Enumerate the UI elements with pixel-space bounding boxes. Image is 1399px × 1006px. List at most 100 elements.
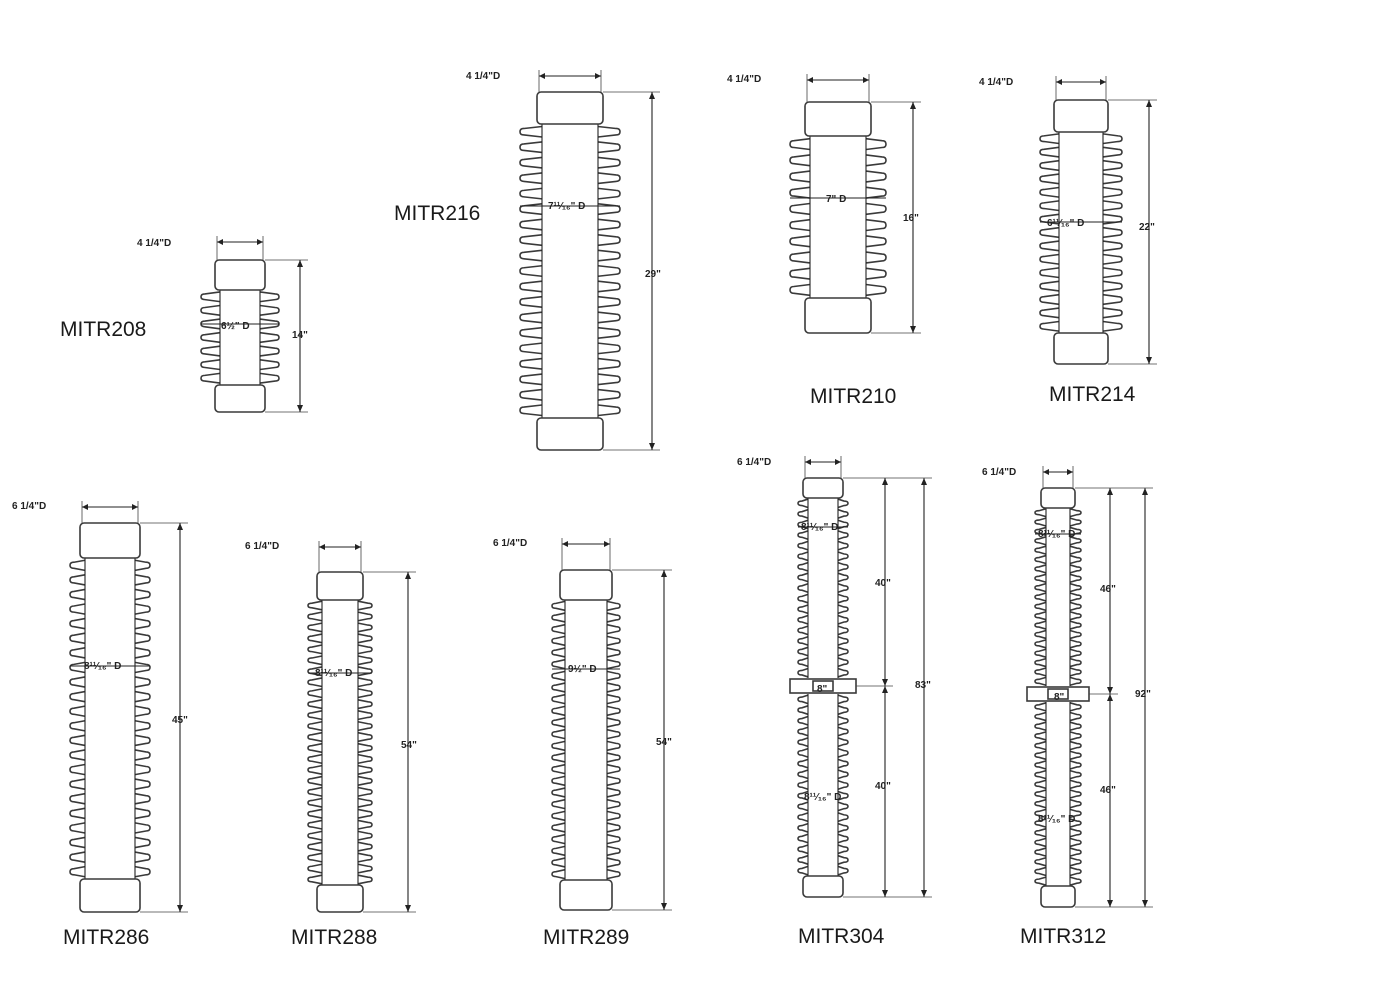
shed bbox=[1034, 639, 1082, 649]
shed bbox=[69, 865, 151, 878]
shed bbox=[1039, 307, 1123, 319]
arrowhead bbox=[405, 905, 411, 912]
shed-diameter-label: 8¹¹⁄₁₆" D bbox=[315, 668, 352, 679]
model-label-mitr210: MITR210 bbox=[810, 385, 896, 408]
arrowhead bbox=[910, 102, 916, 109]
shed bbox=[551, 763, 621, 775]
shed bbox=[551, 740, 621, 752]
shed bbox=[69, 851, 151, 863]
shed bbox=[1039, 173, 1123, 185]
insulator-drawing-mitr216 bbox=[519, 70, 660, 451]
top-diameter-label: 6 1/4"D bbox=[493, 538, 527, 549]
shed bbox=[1034, 798, 1082, 809]
shed bbox=[1039, 267, 1123, 279]
height-label: 14" bbox=[292, 330, 308, 341]
shed bbox=[789, 251, 887, 264]
shed bbox=[519, 172, 621, 185]
shed bbox=[1034, 740, 1082, 751]
shed bbox=[307, 720, 373, 732]
shed bbox=[1034, 760, 1082, 770]
arrowhead bbox=[1100, 79, 1106, 85]
arrowhead bbox=[882, 478, 888, 485]
shed bbox=[797, 508, 849, 519]
shed bbox=[1034, 629, 1082, 640]
shed bbox=[551, 822, 621, 833]
shed bbox=[789, 186, 887, 199]
model-label-mitr286: MITR286 bbox=[63, 926, 149, 949]
shed bbox=[1034, 648, 1082, 658]
lower-height-label: 40" bbox=[875, 781, 891, 792]
shed bbox=[69, 574, 151, 586]
shed bbox=[1039, 320, 1123, 332]
shed bbox=[551, 775, 621, 787]
shed bbox=[551, 798, 621, 810]
shed bbox=[307, 742, 373, 754]
shed bbox=[1034, 610, 1082, 621]
shed bbox=[69, 617, 151, 630]
shed bbox=[1034, 721, 1082, 732]
shed bbox=[200, 359, 280, 371]
insulator-drawing-mitr288 bbox=[307, 541, 416, 913]
shed bbox=[307, 611, 373, 622]
shed bbox=[519, 249, 621, 262]
shed bbox=[797, 715, 849, 726]
arrowhead bbox=[562, 541, 568, 547]
arrowhead bbox=[405, 572, 411, 579]
shed bbox=[69, 559, 151, 572]
shed bbox=[307, 731, 373, 743]
shed bbox=[200, 331, 280, 344]
end-cap bbox=[316, 884, 364, 913]
end-cap bbox=[802, 875, 844, 898]
arrowhead bbox=[1107, 488, 1113, 495]
upper-height-label: 46" bbox=[1100, 584, 1116, 595]
arrowhead bbox=[661, 570, 667, 577]
shed bbox=[69, 749, 151, 761]
shed bbox=[789, 137, 887, 151]
model-label-mitr304: MITR304 bbox=[798, 925, 885, 948]
end-cap bbox=[79, 522, 141, 559]
shed bbox=[551, 705, 621, 717]
shed bbox=[307, 808, 373, 819]
shed bbox=[797, 801, 849, 812]
shed bbox=[69, 632, 151, 645]
shed bbox=[551, 693, 621, 705]
shed bbox=[1034, 789, 1082, 799]
shed bbox=[551, 752, 621, 763]
shed bbox=[797, 604, 849, 615]
shed bbox=[797, 705, 849, 716]
shed bbox=[1034, 827, 1082, 838]
shed bbox=[519, 357, 621, 370]
shed bbox=[1039, 186, 1123, 198]
shed bbox=[797, 694, 849, 705]
shed bbox=[797, 758, 849, 769]
shed bbox=[307, 830, 373, 841]
shed bbox=[789, 235, 887, 248]
shed bbox=[1039, 146, 1123, 158]
shed bbox=[69, 763, 151, 776]
shed bbox=[1034, 702, 1082, 712]
shed bbox=[307, 819, 373, 830]
arrowhead bbox=[1146, 357, 1152, 364]
shed bbox=[1034, 620, 1082, 630]
top-diameter-label: 6 1/4"D bbox=[737, 457, 771, 468]
shed bbox=[519, 218, 621, 231]
shed-diameter-label: 7¹¹⁄₁₆" D bbox=[548, 201, 585, 212]
shed bbox=[69, 676, 151, 688]
shed bbox=[797, 657, 849, 668]
shed-diameter-label: 9½" D bbox=[568, 664, 597, 675]
shed bbox=[307, 600, 373, 611]
shed bbox=[797, 625, 849, 636]
flange-hub bbox=[812, 680, 834, 692]
insulator-drawing-mitr208 bbox=[200, 236, 308, 413]
shed bbox=[519, 404, 621, 417]
shed bbox=[1034, 779, 1082, 790]
model-label-mitr312: MITR312 bbox=[1020, 925, 1106, 948]
shed bbox=[69, 588, 151, 601]
shed bbox=[307, 699, 373, 710]
arrowhead bbox=[1107, 694, 1113, 701]
overall-height-label: 92" bbox=[1135, 689, 1151, 700]
height-label: 45" bbox=[172, 715, 188, 726]
shed bbox=[69, 822, 151, 834]
arrowhead bbox=[1056, 79, 1062, 85]
end-cap bbox=[536, 417, 604, 451]
